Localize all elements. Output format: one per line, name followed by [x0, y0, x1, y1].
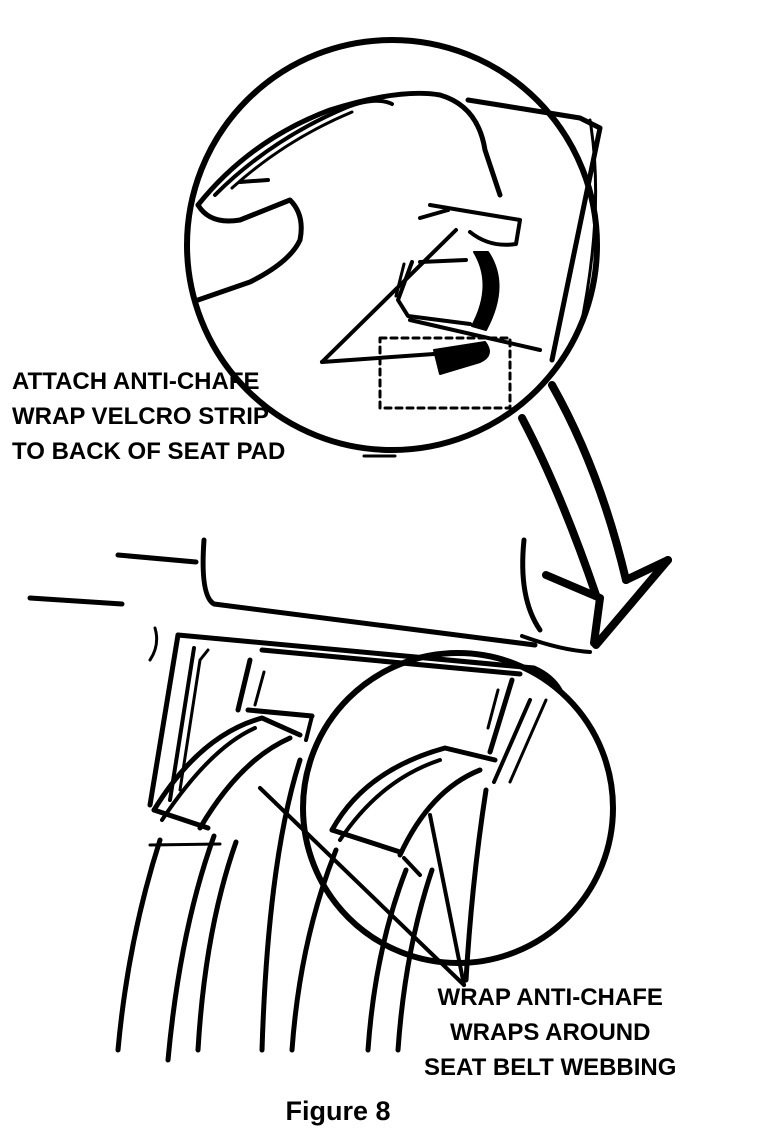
callout-bottom-line-2: WRAPS AROUND: [450, 1019, 651, 1046]
belt-webbing-left: [115, 715, 303, 1063]
callout-bottom-line-1: WRAP ANTI-CHAFE: [437, 984, 663, 1011]
leader-lines-bottom: [258, 786, 466, 987]
detail-circle-top: [184, 37, 600, 453]
callout-top-line-1: ATTACH ANTI-CHAFE: [12, 368, 260, 395]
detail-magnifier-top: [184, 37, 603, 458]
leader-line-top-a: [320, 228, 458, 364]
callout-top-line-3: TO BACK OF SEAT PAD: [12, 438, 286, 465]
figure-caption: Figure 8: [285, 1096, 391, 1126]
callout-attach-velcro: ATTACH ANTI-CHAFE WRAP VELCRO STRIP TO B…: [12, 364, 285, 469]
leader-line-top-b: [320, 352, 436, 364]
velcro-strip-outline: [378, 336, 512, 410]
callout-bottom-line-3: SEAT BELT WEBBING: [424, 1054, 677, 1081]
callout-wrap-webbing: WRAP ANTI-CHAFE WRAPS AROUND SEAT BELT W…: [424, 980, 676, 1085]
curved-pointer-arrow: [518, 381, 672, 649]
callout-top-line-2: WRAP VELCRO STRIP: [12, 403, 269, 430]
